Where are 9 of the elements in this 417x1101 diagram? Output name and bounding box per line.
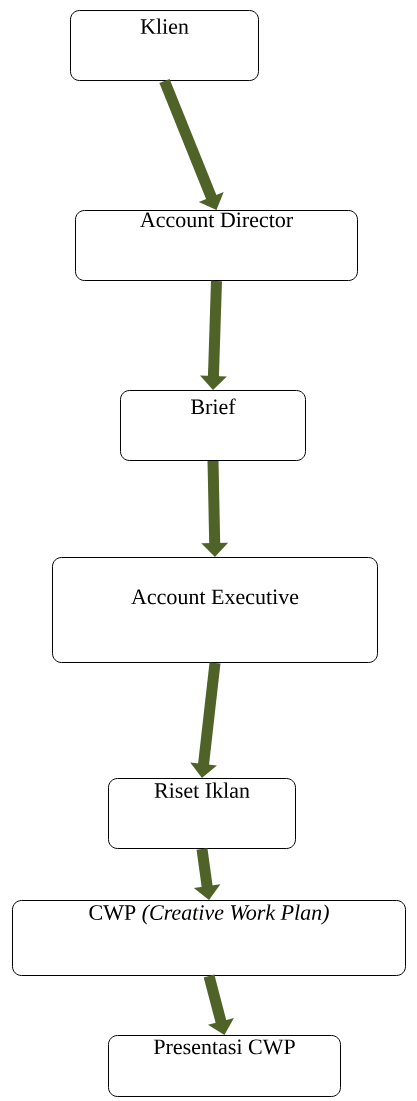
block-arrow [203, 974, 234, 1035]
process-box: Presentasi CWP [108, 1035, 341, 1097]
block-arrow [159, 78, 224, 210]
process-box: Riset Iklan [108, 778, 296, 849]
process-box: Account Executive [52, 557, 378, 663]
process-box: Brief [120, 390, 306, 461]
process-box: Klien [70, 10, 259, 81]
process-box: Account Director [75, 210, 358, 281]
process-box: CWP (Creative Work Plan) [12, 900, 406, 976]
